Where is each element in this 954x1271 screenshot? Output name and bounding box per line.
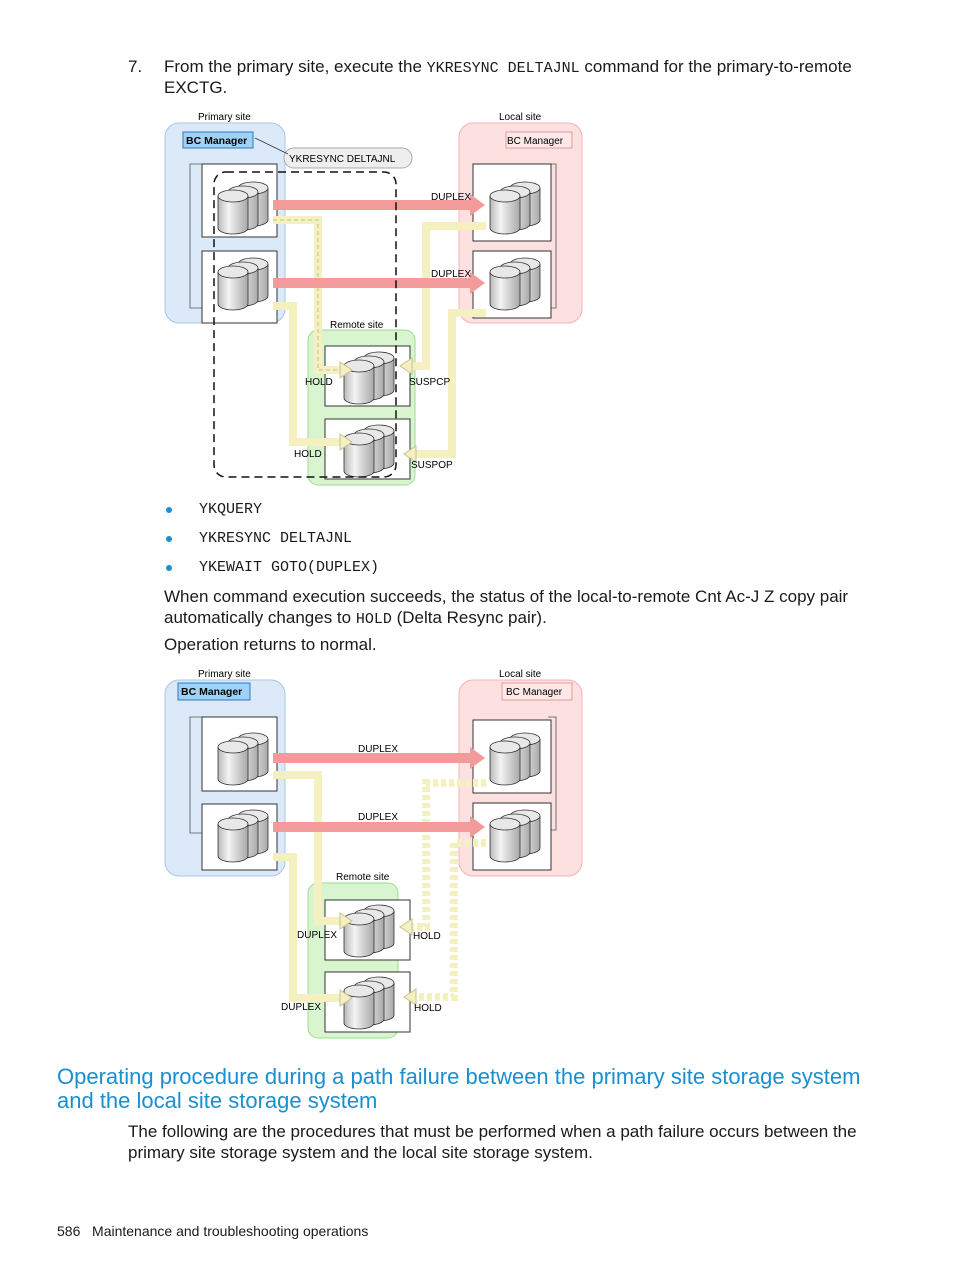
local-to-remote-path-1	[410, 222, 486, 370]
bullet-item-2: YKRESYNC DELTAJNL	[199, 530, 353, 547]
bc-manager-primary-box	[182, 131, 254, 149]
step-text: From the primary site, execute the YKRES…	[164, 56, 852, 79]
para1-line2-after: (Delta Resync pair).	[391, 608, 547, 627]
primary-to-local-arrow-1	[273, 200, 473, 210]
remote-site-label: Remote site	[330, 320, 384, 331]
diagram-delta-resync-before: Primary site Local site Remote site BC M…	[164, 112, 583, 486]
primary-site-label: Primary site	[198, 669, 251, 680]
bc-manager-local-box	[505, 131, 573, 149]
remote1-left-status: HOLD	[305, 377, 333, 388]
bullet-dot-1	[166, 507, 172, 513]
bullet-item-3: YKEWAIT GOTO(DUPLEX)	[199, 559, 380, 576]
bullet-dot-2	[166, 536, 172, 542]
bc-manager-local: BC Manager	[506, 687, 563, 698]
primary-to-local-arrow-2	[273, 278, 473, 288]
step-text-line2: EXCTG.	[164, 78, 228, 97]
para1-hold-code: HOLD	[355, 611, 392, 628]
arrow2-status: DUPLEX	[431, 269, 471, 280]
bc-manager-local: BC Manager	[507, 136, 564, 147]
callout-bubble	[283, 147, 413, 169]
footer-title: Maintenance and troubleshooting operatio…	[92, 1223, 369, 1239]
arrow2-status: DUPLEX	[358, 812, 398, 823]
local-site-label: Local site	[499, 669, 542, 680]
step-text-after: command for the primary-to-remote	[579, 57, 852, 76]
step-text-before: From the primary site, execute the	[164, 57, 427, 76]
primary-to-remote-path-2	[273, 302, 340, 446]
para1-line1: When command execution succeeds, the sta…	[164, 587, 849, 606]
primary-to-local-arrow-2	[273, 822, 473, 832]
arrow1-status: DUPLEX	[431, 192, 471, 203]
page-number: 586	[57, 1223, 81, 1239]
diagram-normal-operation: Primary site Local site Remote site BC M…	[164, 669, 583, 1039]
remote2-left-status: DUPLEX	[281, 1002, 321, 1013]
section-body-line1: The following are the procedures that mu…	[128, 1122, 857, 1141]
remote1-right-status: SUSPCP	[409, 377, 450, 388]
primary-site-label: Primary site	[198, 112, 251, 123]
arrow1-status: DUPLEX	[358, 744, 398, 755]
step-command: YKRESYNC DELTAJNL	[426, 60, 580, 77]
local-site-label: Local site	[499, 112, 542, 123]
section-heading-line2: and the local site storage system	[57, 1088, 378, 1113]
bullet-dot-3	[166, 565, 172, 571]
bc-manager-primary: BC Manager	[181, 686, 242, 698]
exctg-boundary	[213, 171, 397, 478]
local-to-remote-path-2	[416, 309, 486, 458]
bullet-item-1: YKQUERY	[199, 501, 263, 518]
remote1-left-status: DUPLEX	[297, 930, 337, 941]
para2: Operation returns to normal.	[164, 635, 377, 654]
para1-line2: automatically changes to HOLD (Delta Res…	[164, 607, 547, 630]
remote2-right-status: SUSPOP	[411, 460, 453, 471]
section-heading-line1: Operating procedure during a path failur…	[57, 1064, 861, 1089]
callout-command: YKRESYNC DELTAJNL	[289, 154, 396, 165]
step-number: 7.	[128, 57, 143, 76]
remote2-left-status: HOLD	[294, 449, 322, 460]
remote-site-label: Remote site	[336, 872, 390, 883]
remote2-right-status: HOLD	[414, 1003, 442, 1014]
section-body-line2: primary site storage system and the loca…	[128, 1143, 593, 1162]
callout-pointer	[254, 137, 289, 155]
primary-to-remote-path-2	[273, 853, 340, 1002]
bc-manager-local-box	[501, 682, 573, 701]
local-to-remote-path-1	[412, 779, 486, 931]
remote1-right-status: HOLD	[413, 931, 441, 942]
bc-manager-primary: BC Manager	[186, 135, 247, 147]
bc-manager-primary-box	[177, 682, 251, 701]
para1-line2-before: automatically changes to	[164, 608, 356, 627]
page-footer: 586 Maintenance and troubleshooting oper…	[57, 1223, 368, 1239]
local-to-remote-path-2	[416, 839, 486, 1001]
primary-to-remote-path-1	[273, 771, 340, 925]
primary-to-local-arrow-1	[273, 753, 473, 763]
